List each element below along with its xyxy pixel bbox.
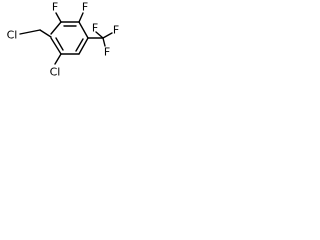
bond-ring-to-ch2 xyxy=(39,29,52,38)
bond-ch2-to-cl xyxy=(19,29,41,35)
atom-cf3-f-bottom: F xyxy=(104,46,110,59)
bond-ring-to-f-left xyxy=(55,12,62,23)
chemical-structure-diagram: Cl F F F F F Cl xyxy=(7,1,120,79)
ring-double-bond-right xyxy=(75,38,84,52)
ring-bond-1 xyxy=(50,21,62,35)
substituent-bonds xyxy=(19,12,113,65)
ring-bond-3 xyxy=(78,21,89,39)
bond-cf3-to-f-left xyxy=(95,31,104,39)
benzene-ring xyxy=(50,21,89,55)
atom-f-upper-right: F xyxy=(82,1,88,14)
atom-labels: Cl F F F F F Cl xyxy=(7,1,120,79)
atom-cl-ring: Cl xyxy=(50,66,61,79)
bond-cf3-to-f-right xyxy=(102,32,113,39)
bond-cf3-to-f-bottom xyxy=(102,37,106,47)
bond-ring-to-f-right xyxy=(78,12,84,23)
ring-bond-4 xyxy=(78,37,89,55)
atom-cf3-f-right: F xyxy=(113,24,119,37)
ring-bond-6 xyxy=(50,37,62,55)
bond-ring-to-cl xyxy=(54,53,62,65)
ring-double-bond-left xyxy=(55,37,64,51)
atom-cl-methyl: Cl xyxy=(7,29,18,42)
atom-cf3-f-left: F xyxy=(92,22,98,35)
atom-f-upper-left: F xyxy=(52,1,58,14)
